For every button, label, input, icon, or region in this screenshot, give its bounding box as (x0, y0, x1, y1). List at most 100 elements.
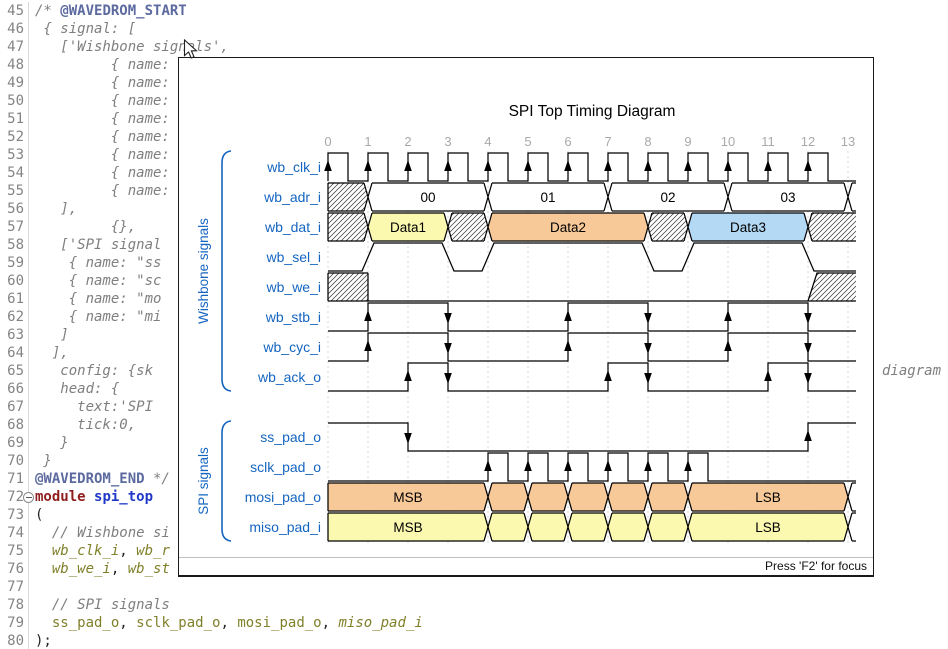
code-line[interactable]: 79 ss_pad_o, sclk_pad_o, mosi_pad_o, mis… (0, 614, 948, 632)
code-text-diagram: diagram (882, 363, 942, 379)
diagram-title: SPI Top Timing Diagram (508, 103, 676, 120)
code-text (29, 578, 35, 596)
tick-label: 6 (564, 134, 571, 149)
tick-label: 1 (364, 134, 371, 149)
code-text: { name: (35, 75, 170, 91)
signal-label-wb_cyc_i: wb_cyc_i (262, 339, 321, 355)
line-number: 48 (0, 56, 29, 74)
code-line[interactable]: 65 config: {sk (0, 362, 948, 380)
cell-label: 03 (780, 190, 795, 205)
code-line[interactable]: 73 ( (0, 506, 948, 524)
line-number: 78 (0, 596, 29, 614)
code-line[interactable]: 70 } (0, 452, 948, 470)
code-line[interactable]: 52 { name: (0, 128, 948, 146)
code-line[interactable]: 54 { name: (0, 164, 948, 182)
signal-label-ss_pad_o: ss_pad_o (260, 429, 321, 445)
line-number: 46 (0, 20, 29, 38)
line-number: 62 (0, 308, 29, 326)
mouse-cursor (183, 39, 198, 59)
cell-label: Data1 (390, 220, 426, 235)
code-line[interactable]: 66 head: { (0, 380, 948, 398)
line-number: 45 (0, 2, 29, 20)
wave-wb_cyc_i (328, 332, 856, 362)
code-line[interactable]: 48 { name: (0, 56, 948, 74)
code-line[interactable]: 74 // Wishbone si (0, 524, 948, 542)
code-line[interactable]: 71@WAVEDROM_END */ (0, 470, 948, 488)
code-text: ( (35, 507, 44, 523)
code-line[interactable]: 55 { name: (0, 182, 948, 200)
line-number: 77 (0, 578, 29, 596)
code-text: /* @WAVEDROM_START (35, 3, 187, 19)
code-line[interactable]: 56 ], (0, 200, 948, 218)
code-text: { name: "mo (35, 291, 162, 307)
code-line[interactable]: 80); (0, 632, 948, 649)
code-line[interactable]: 51 { name: (0, 110, 948, 128)
tick-label: 13 (841, 134, 855, 149)
code-line[interactable]: 57 {}, (0, 218, 948, 236)
code-line[interactable]: 50 { name: (0, 92, 948, 110)
signal-label-miso_pad_i: miso_pad_i (249, 519, 321, 535)
cell-label: MSB (393, 490, 422, 505)
code-text: { name: "mi (35, 309, 162, 325)
code-text: config: {sk (35, 363, 154, 379)
wave-wb_stb_i (328, 302, 856, 332)
code-line[interactable]: 76 wb_we_i, wb_st (0, 560, 948, 578)
fold-collapse-icon[interactable] (23, 492, 34, 503)
signal-label-wb_adr_i: wb_adr_i (263, 189, 321, 205)
cell-label: Data3 (730, 220, 766, 235)
line-number: 80 (0, 632, 29, 649)
line-number: 56 (0, 200, 29, 218)
code-line[interactable]: 59 { name: "ss (0, 254, 948, 272)
tick-label: 5 (524, 134, 531, 149)
code-line[interactable]: 46 { signal: [ (0, 20, 948, 38)
code-line[interactable]: 69 } (0, 434, 948, 452)
code-line[interactable]: 47 ['Wishbone signals', (0, 38, 948, 56)
tick-label: 7 (604, 134, 611, 149)
tick-label: 4 (484, 134, 491, 149)
wave-wb_clk_i (324, 152, 856, 182)
code-text: } (35, 453, 52, 469)
code-line[interactable]: 64 ], (0, 344, 948, 362)
code-line[interactable]: 63 ] (0, 326, 948, 344)
tick-label: 10 (721, 134, 735, 149)
code-text: wb_we_i, wb_st (51, 561, 170, 577)
code-line[interactable]: 77 (0, 578, 948, 596)
line-number: 75 (0, 542, 29, 560)
code-line[interactable]: 49 { name: (0, 74, 948, 92)
code-line[interactable]: 45 /* @WAVEDROM_START (0, 2, 948, 20)
line-number: 50 (0, 92, 29, 110)
signal-label-wb_sel_i: wb_sel_i (266, 249, 321, 265)
signal-label-wb_we_i: wb_we_i (266, 279, 321, 295)
code-line[interactable]: 60 { name: "sc (0, 272, 948, 290)
code-line[interactable]: 53 { name: (0, 146, 948, 164)
code-text: head: { (35, 381, 120, 397)
line-number: 52 (0, 128, 29, 146)
group-bracket (221, 420, 232, 542)
status-text: Press 'F2' for focus (765, 559, 867, 573)
code-text: { name: (35, 93, 170, 109)
line-number: 54 (0, 164, 29, 182)
line-number: 61 (0, 290, 29, 308)
code-line[interactable]: 75 wb_clk_i, wb_r (0, 542, 948, 560)
code-line[interactable]: 78 // SPI signals (0, 596, 948, 614)
line-number: 73 (0, 506, 29, 524)
code-line[interactable]: 61 { name: "mo (0, 290, 948, 308)
code-line[interactable]: 58 ['SPI signal (0, 236, 948, 254)
line-number: 67 (0, 398, 29, 416)
code-text: { name: (35, 57, 170, 73)
group-label: Wishbone signals (196, 218, 211, 324)
signal-label-wb_stb_i: wb_stb_i (265, 309, 321, 325)
line-number: 68 (0, 416, 29, 434)
signal-label-wb_dat_i: wb_dat_i (264, 219, 321, 235)
code-line[interactable]: 68 tick:0, (0, 416, 948, 434)
line-number: 58 (0, 236, 29, 254)
code-line[interactable]: 62 { name: "mi (0, 308, 948, 326)
line-number: 66 (0, 380, 29, 398)
code-line[interactable]: 67 text:'SPI (0, 398, 948, 416)
